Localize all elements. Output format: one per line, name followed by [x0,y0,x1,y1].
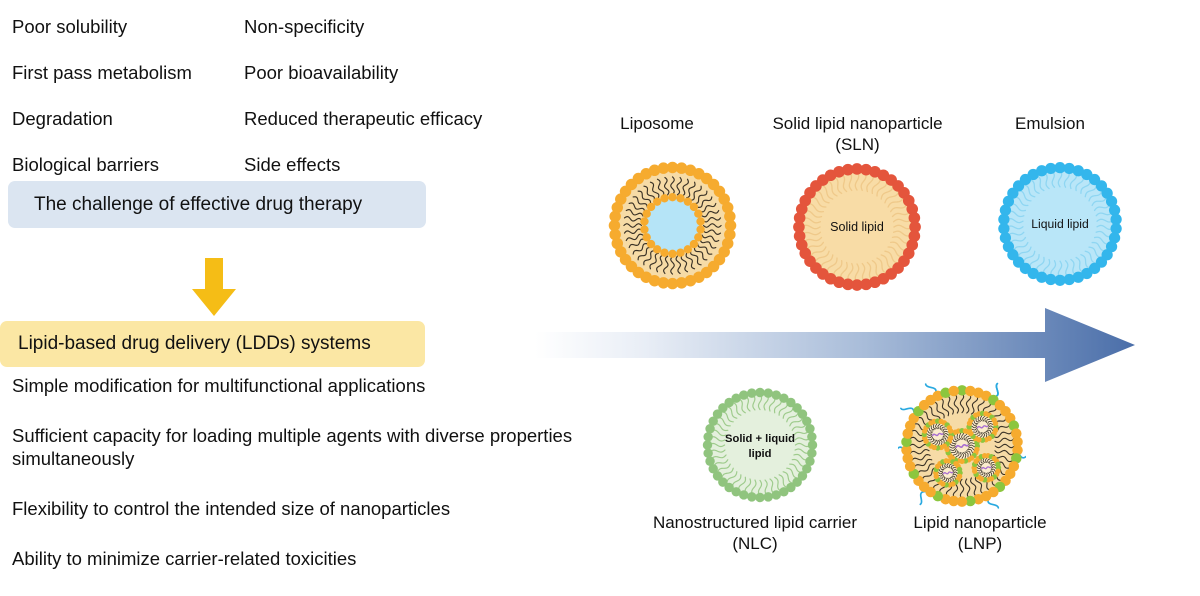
liposome-figure [608,161,737,290]
benefits-list: Simple modification for multifunctional … [12,374,592,596]
emulsion-figure: Liquid lipid [998,162,1122,286]
challenge-text: Biological barriers [12,154,160,175]
benefit-item: Flexibility to control the intended size… [12,498,451,520]
challenge-banner-label: The challenge of effective drug therapy [34,193,363,215]
emulsion-label: Emulsion [1015,114,1085,133]
ldds-banner-label: Lipid-based drug delivery (LDDs) systems [18,333,371,354]
down-arrow-icon [192,258,236,316]
challenge-text: Non-specificity [244,16,365,37]
nlc-core-label-line2: lipid [749,448,772,460]
liposome-label: Liposome [620,114,694,133]
challenge-banner: The challenge of effective drug therapy [8,181,426,228]
benefit-item: Ability to minimize carrier-related toxi… [12,547,357,569]
benefit-item: Sufficient capacity for loading multiple… [12,424,573,470]
lnp-label: Lipid nanoparticle (LNP) [913,513,1047,554]
challenge-row: Biological barriers Side effects [12,142,542,188]
nlc-label: Nanostructured lipid carrier (NLC) [652,513,858,554]
sln-core-label: Solid lipid [830,220,884,234]
challenge-text: Reduced therapeutic efficacy [244,108,483,129]
challenge-row: Poor solubility Non-specificity [12,4,542,50]
challenge-row: First pass metabolism Poor bioavailabili… [12,50,542,96]
challenge-row: Degradation Reduced therapeutic efficacy [12,96,542,142]
challenge-text: Degradation [12,108,113,129]
challenges-list: Poor solubility Non-specificity First pa… [12,4,542,188]
ldds-banner: Lipid-based drug delivery (LDDs) systems [0,321,425,367]
challenge-text: First pass metabolism [12,62,192,83]
progression-arrow-icon [535,308,1135,382]
sln-label: Solid lipid nanoparticle (SLN) [772,114,943,155]
challenge-text: Poor solubility [12,16,128,37]
benefit-item: Simple modification for multifunctional … [12,375,426,396]
challenge-text: Side effects [244,154,341,175]
lnp-figure [898,382,1026,509]
nlc-figure: Solid + liquid lipid [702,387,818,503]
sln-figure: Solid lipid [793,163,921,291]
challenge-text: Poor bioavailability [244,62,399,83]
nlc-core-label-line1: Solid + liquid [725,433,795,445]
emulsion-core-label: Liquid lipid [1031,217,1088,231]
